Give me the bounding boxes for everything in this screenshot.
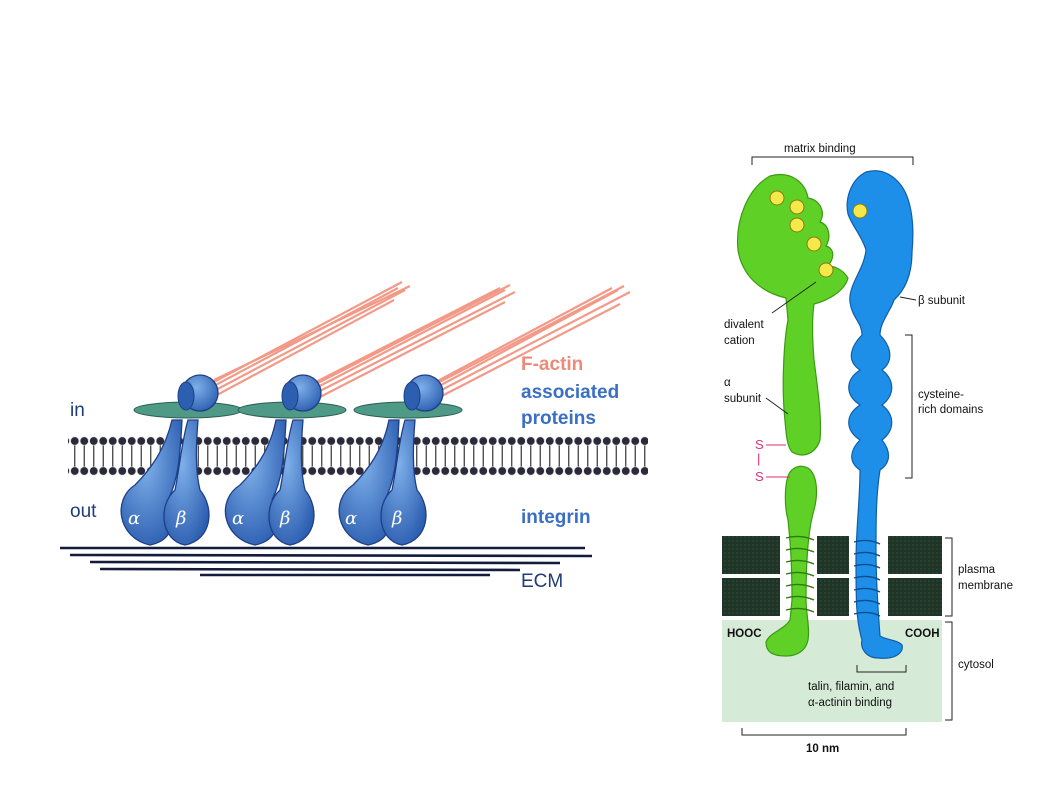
in-label: in <box>70 400 85 421</box>
ecm-label: ECM <box>521 571 563 592</box>
alpha-subunit-label-2: subunit <box>724 393 762 405</box>
integrin-unit-3 <box>338 374 463 546</box>
cysteine-label-1: cysteine- <box>918 389 964 401</box>
ss-top: S <box>755 437 764 452</box>
integrin-label: integrin <box>521 507 591 528</box>
talin-label-2: α-actinin binding <box>808 697 892 709</box>
integrin-unit-1 <box>120 374 243 546</box>
hooc-label: HOOC <box>727 628 762 640</box>
beta-subunit <box>846 170 914 659</box>
plasma-label: plasma <box>958 564 996 576</box>
left-panel: α β α β α β in out F-actin associated pr… <box>60 281 648 592</box>
alpha-label-3: α <box>345 508 357 529</box>
f-actin-filaments <box>209 281 631 401</box>
cytosol-region <box>722 620 942 722</box>
ecm-fibers <box>60 546 593 577</box>
talin-label-1: talin, filamin, and <box>808 681 894 693</box>
beta-label-2: β <box>279 508 290 529</box>
alpha-subunit-label-1: α <box>724 377 731 389</box>
cysteine-label-2: rich domains <box>918 404 983 416</box>
proteins-label: proteins <box>521 408 596 429</box>
plasma-membrane <box>722 536 942 616</box>
cooh-label: COOH <box>905 628 940 640</box>
beta-label-1: β <box>175 508 186 529</box>
integrin-unit-2 <box>224 374 347 546</box>
beta-subunit-label: β subunit <box>918 295 966 307</box>
ss-bond-ticks <box>766 444 790 478</box>
membrane-label: membrane <box>958 580 1013 592</box>
ss-mid: | <box>757 451 760 466</box>
divalent-cations <box>769 190 868 278</box>
associated-label: associated <box>521 382 619 403</box>
out-label: out <box>70 501 97 522</box>
beta-label-3: β <box>391 508 402 529</box>
f-actin-label: F-actin <box>521 354 583 375</box>
bracket-lines <box>741 156 953 736</box>
scale-label: 10 nm <box>806 743 839 755</box>
alpha-label-1: α <box>128 508 140 529</box>
divalent-label: divalent <box>724 319 764 331</box>
matrix-binding-label: matrix binding <box>784 143 856 155</box>
right-panel: S | S matrix binding β subunit divalent … <box>722 143 1013 755</box>
alpha-label-2: α <box>232 508 244 529</box>
cytosol-label: cytosol <box>958 659 994 671</box>
ss-bot: S <box>755 469 764 484</box>
cation-label: cation <box>724 335 755 347</box>
